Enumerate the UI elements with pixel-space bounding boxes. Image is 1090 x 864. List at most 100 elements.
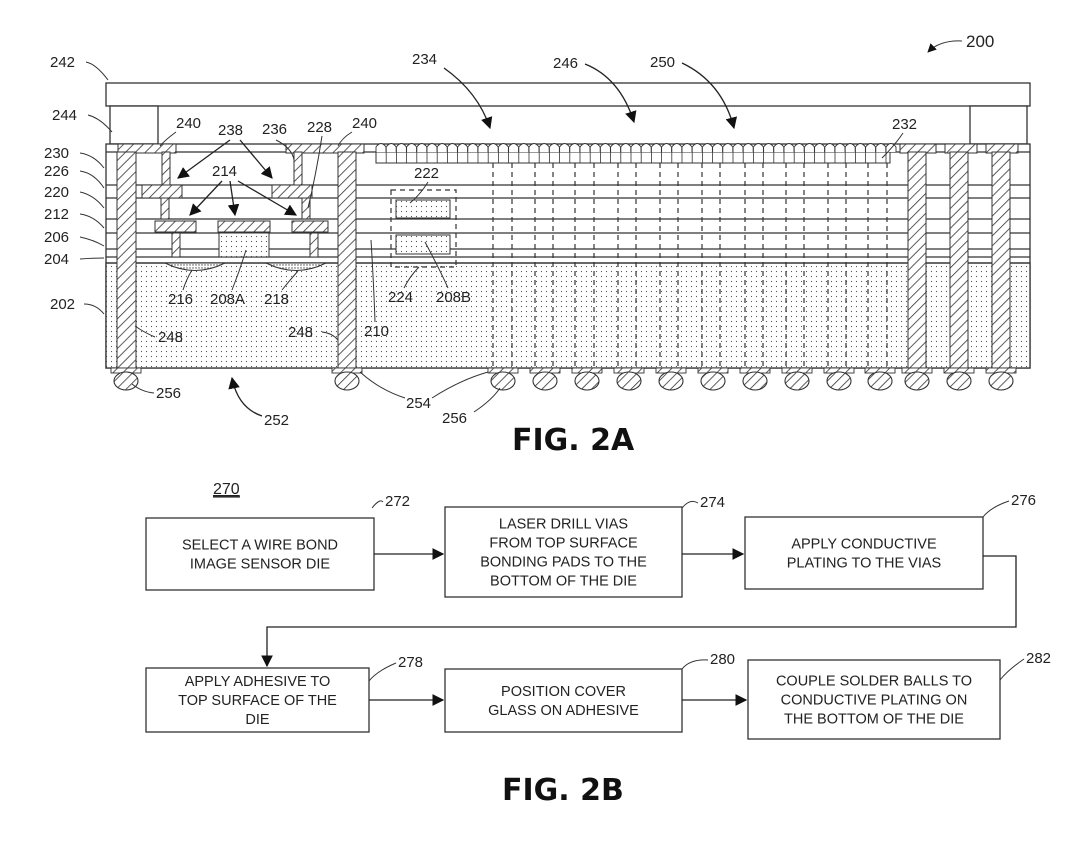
microlens bbox=[834, 143, 846, 152]
svg-text:234: 234 bbox=[412, 51, 437, 68]
microlens bbox=[446, 143, 458, 152]
solder-ball bbox=[113, 371, 139, 391]
svg-text:256: 256 bbox=[156, 385, 181, 402]
pixel-element-222 bbox=[395, 199, 451, 219]
microlens bbox=[691, 143, 703, 152]
step-box bbox=[444, 506, 683, 598]
svg-text:212: 212 bbox=[44, 206, 69, 223]
metal-interconnect bbox=[141, 151, 329, 258]
microlens bbox=[793, 143, 805, 152]
microlens bbox=[701, 143, 713, 152]
step-text: APPLY ADHESIVE TO bbox=[185, 674, 331, 690]
solder-ball bbox=[988, 371, 1014, 391]
step-text: THE BOTTOM OF THE DIE bbox=[784, 712, 964, 728]
microlens bbox=[477, 143, 489, 152]
microlens bbox=[518, 143, 530, 152]
svg-text:240: 240 bbox=[176, 115, 201, 132]
step-box bbox=[145, 517, 375, 591]
step-box bbox=[444, 668, 683, 733]
microlens bbox=[395, 143, 407, 152]
svg-text:206: 206 bbox=[44, 229, 69, 246]
figure-2a-title: FIG. 2A bbox=[512, 423, 635, 458]
svg-text:242: 242 bbox=[50, 54, 75, 71]
microlens bbox=[630, 143, 642, 152]
svg-text:230: 230 bbox=[44, 145, 69, 162]
svg-text:204: 204 bbox=[44, 251, 69, 268]
color-filter-array bbox=[375, 151, 891, 164]
solder-ball bbox=[658, 371, 684, 391]
microlens bbox=[599, 143, 611, 152]
svg-text:240: 240 bbox=[352, 115, 377, 132]
microlens bbox=[742, 143, 754, 152]
substrate bbox=[105, 262, 1031, 369]
solder-ball bbox=[490, 371, 516, 391]
step-ref-number: 282 bbox=[1026, 650, 1051, 667]
microlens bbox=[824, 143, 836, 152]
solder-ball bbox=[946, 371, 972, 391]
svg-text:238: 238 bbox=[218, 122, 243, 139]
svg-text:220: 220 bbox=[44, 184, 69, 201]
svg-text:228: 228 bbox=[307, 119, 332, 136]
microlens bbox=[426, 143, 438, 152]
figure-2a: 200 242 244 230 226 220 212 206 204 202 … bbox=[44, 32, 1031, 458]
microlens bbox=[528, 143, 540, 152]
pixel-boundary-222 bbox=[390, 189, 457, 268]
step-ref-number: 280 bbox=[710, 651, 735, 668]
microlens bbox=[610, 143, 622, 152]
microlens bbox=[854, 143, 866, 152]
adhesive-spacer-right bbox=[969, 105, 1028, 145]
microlens bbox=[814, 143, 826, 152]
reference-200: 200 bbox=[966, 32, 994, 51]
step-box bbox=[744, 516, 984, 590]
solder-ball bbox=[574, 371, 600, 391]
microlens bbox=[385, 143, 397, 152]
microlens bbox=[865, 143, 877, 152]
solder-ball bbox=[826, 371, 852, 391]
step-ref-leader bbox=[999, 658, 1025, 681]
svg-text:252: 252 bbox=[264, 412, 289, 429]
step-text: POSITION COVER bbox=[501, 684, 626, 700]
svg-text:208A: 208A bbox=[210, 291, 245, 308]
microlens bbox=[487, 143, 499, 152]
microlens bbox=[508, 143, 520, 152]
svg-text:244: 244 bbox=[52, 107, 77, 124]
diffusion-216 bbox=[164, 262, 226, 271]
step-text: COUPLE SOLDER BALLS TO bbox=[776, 674, 972, 690]
svg-text:254: 254 bbox=[406, 395, 431, 412]
step-text: LASER DRILL VIAS bbox=[499, 517, 628, 533]
microlens bbox=[671, 143, 683, 152]
flow-arrow bbox=[261, 555, 1017, 668]
step-ref-number: 272 bbox=[385, 493, 410, 510]
microlens bbox=[661, 143, 673, 152]
step-ref-number: 276 bbox=[1011, 492, 1036, 509]
microlens bbox=[722, 143, 734, 152]
microlens bbox=[589, 143, 601, 152]
microlens bbox=[559, 143, 571, 152]
step-box bbox=[145, 667, 370, 733]
step-text: BONDING PADS TO THE bbox=[480, 555, 647, 571]
microlens bbox=[538, 143, 550, 152]
microlens bbox=[732, 143, 744, 152]
pixel-element-208b bbox=[395, 234, 451, 255]
solder-ball bbox=[867, 371, 893, 391]
microlens bbox=[375, 143, 387, 152]
left-labels: 242 244 230 226 220 212 206 204 202 bbox=[44, 54, 113, 315]
step-box bbox=[747, 659, 1001, 740]
svg-text:218: 218 bbox=[264, 291, 289, 308]
solder-ball bbox=[616, 371, 642, 391]
bottom-labels: 216 208A 218 248 248 210 224 208B 256 25… bbox=[131, 239, 501, 429]
step-ref-leader bbox=[982, 500, 1010, 518]
microlens bbox=[844, 143, 856, 152]
microlens bbox=[416, 143, 428, 152]
microlens bbox=[681, 143, 693, 152]
diffusion-218 bbox=[265, 262, 327, 271]
step-ref-number: 274 bbox=[700, 494, 725, 511]
step-text: SELECT A WIRE BOND bbox=[182, 538, 338, 554]
step-ref-leader bbox=[368, 662, 397, 682]
microlens bbox=[712, 143, 724, 152]
